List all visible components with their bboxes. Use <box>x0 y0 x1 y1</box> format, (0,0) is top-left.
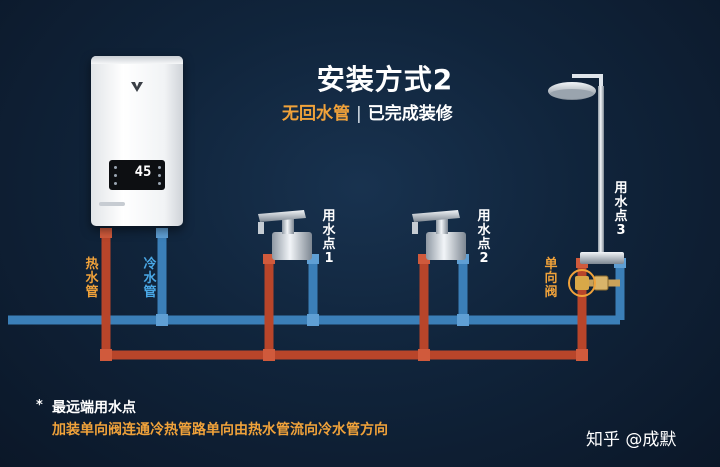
watermark: 知乎 @成默 <box>586 430 677 450</box>
faucet-1 <box>258 210 312 260</box>
page-title: 安装方式2 <box>316 63 454 96</box>
cold-pipe-label: 冷水管 <box>143 257 157 300</box>
note-description: 加装单向阀连通冷热管路单向由热水管流向冷水管方向 <box>52 422 388 438</box>
note-heading: 最远端用水点 <box>52 400 136 416</box>
display-temperature: 45 <box>134 164 152 180</box>
display-indicator-icon <box>158 174 161 177</box>
water-heater: 45 <box>91 56 183 226</box>
water-point-1-label: 用水点1 <box>322 209 336 266</box>
shower-fixture <box>548 74 624 264</box>
check-valve-bridge <box>568 269 620 297</box>
display-indicator-icon <box>114 182 117 185</box>
heater-display: 45 <box>109 160 165 190</box>
subtitle: 无回水管 |已完成装修 <box>282 99 453 124</box>
faucet-2 <box>412 210 466 260</box>
heater-top-edge <box>91 56 183 64</box>
display-indicator-icon <box>114 174 117 177</box>
hot-pipe-fittings <box>100 228 588 361</box>
subtitle-renovated: 已完成装修 <box>367 104 453 124</box>
display-indicator-icon <box>114 166 117 169</box>
display-indicator-icon <box>158 182 161 185</box>
brand-logo-icon <box>131 82 143 92</box>
water-point-3-label: 用水点3 <box>614 181 628 238</box>
display-indicator-icon <box>158 166 161 169</box>
subtitle-no-return-pipe: 无回水管 <box>282 104 350 124</box>
hot-water-pipe <box>101 228 587 360</box>
water-point-2-label: 用水点2 <box>477 209 491 266</box>
note-asterisk: * <box>36 398 43 413</box>
hot-pipe-label: 热水管 <box>85 257 99 300</box>
subtitle-separator: | <box>356 104 362 124</box>
heater-nameplate <box>99 202 125 206</box>
check-valve-label: 单向阀 <box>544 257 558 300</box>
